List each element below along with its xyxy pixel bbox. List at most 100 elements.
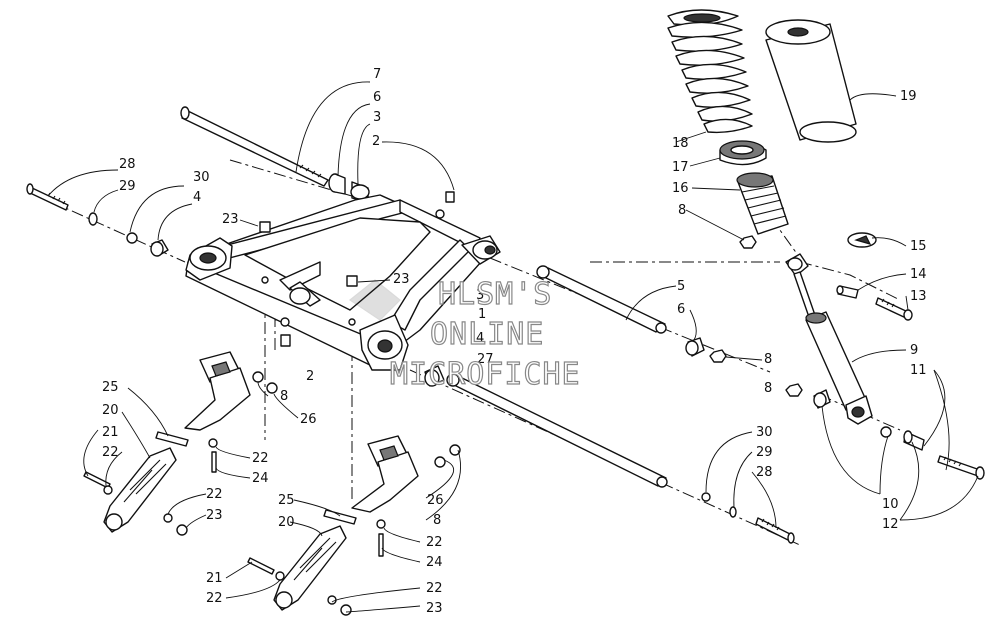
boot-19	[765, 19, 857, 143]
callout-8e: 8	[764, 381, 772, 396]
callout-6: 6	[373, 90, 381, 105]
nut-8-right-lower	[449, 444, 461, 456]
pin-25-left	[155, 431, 189, 447]
callout-15: 15	[910, 239, 927, 254]
screw-21-right	[247, 557, 275, 575]
bolt-28-right	[755, 517, 795, 544]
screw-24-left	[211, 451, 217, 473]
bushing-4-right	[424, 365, 445, 387]
a-arm-frame	[185, 194, 501, 371]
mount-bracket-left	[184, 351, 251, 431]
callout-26b: 26	[427, 493, 444, 508]
callout-12: 12	[882, 517, 899, 532]
washer-22-left	[103, 485, 113, 495]
bushing-6-right	[685, 337, 705, 357]
bolt-12	[937, 455, 985, 480]
washer-22-right-b	[327, 595, 337, 605]
callout-7: 7	[373, 67, 381, 82]
callout-29b: 29	[756, 445, 773, 460]
grease-fitting-2	[435, 191, 455, 219]
mount-bracket-right	[351, 435, 419, 513]
callout-22d: 22	[426, 535, 443, 550]
callout-13: 13	[910, 289, 927, 304]
adjuster-ring-17	[719, 140, 767, 166]
watermark-line-2: ONLINE	[430, 317, 544, 352]
washer-shock	[880, 426, 892, 438]
spacer-14	[836, 285, 859, 299]
washer-30-left	[126, 232, 138, 244]
callout-5: 5	[677, 279, 685, 294]
bushing-10	[813, 389, 831, 409]
grease-fitting-2-lower	[280, 317, 291, 347]
callout-19: 19	[900, 89, 917, 104]
bolt-28-left	[26, 183, 69, 211]
callout-1: 1	[478, 307, 486, 322]
callout-21a: 21	[102, 425, 119, 440]
nut-8-right	[709, 349, 727, 363]
callout-11: 11	[910, 363, 927, 378]
callout-8b: 8	[280, 389, 288, 404]
callout-14: 14	[910, 267, 927, 282]
pin-25-right	[323, 509, 357, 525]
washer-29-left	[88, 212, 98, 226]
callout-29: 29	[119, 179, 136, 194]
bolt-13	[875, 297, 913, 321]
callout-28b: 28	[756, 465, 773, 480]
threaded-body-16	[736, 172, 789, 235]
callout-10: 10	[882, 497, 899, 512]
callout-9: 9	[910, 343, 918, 358]
callout-22f: 22	[426, 581, 443, 596]
callout-26a: 26	[300, 412, 317, 427]
spacer-11	[903, 430, 925, 451]
nut-23-right	[340, 604, 352, 616]
callout-labels: 7 6 3 2 28 29 30 4 23 23 3 1 4 27 5 6 8 …	[102, 67, 927, 616]
washer-26-left	[266, 382, 278, 394]
callout-17: 17	[672, 160, 689, 175]
callout-25b: 25	[278, 493, 295, 508]
callout-30b: 30	[756, 425, 773, 440]
callout-2b: 2	[306, 369, 314, 384]
callout-22a: 22	[102, 445, 119, 460]
shaft-5	[536, 265, 667, 334]
callout-20b: 20	[278, 515, 295, 530]
callout-22e: 22	[206, 591, 223, 606]
nut-8-left	[252, 371, 264, 383]
callout-16: 16	[672, 181, 689, 196]
callout-4b: 4	[476, 331, 484, 346]
callout-6b: 6	[677, 302, 685, 317]
nut-8-shock-top	[739, 235, 757, 249]
callout-30: 30	[193, 170, 210, 185]
callout-3b: 3	[476, 288, 484, 303]
callout-8c: 8	[433, 513, 441, 528]
step-20-left	[103, 447, 177, 533]
washer-29-right	[729, 506, 737, 518]
callout-4: 4	[193, 190, 201, 205]
callout-20a: 20	[102, 403, 119, 418]
bushing-6	[328, 173, 346, 195]
leader-lines	[47, 81, 979, 613]
washer-26-right	[434, 456, 446, 468]
callout-24b: 24	[426, 555, 443, 570]
callout-8d: 8	[678, 203, 686, 218]
callout-18: 18	[672, 136, 689, 151]
callout-2: 2	[372, 134, 380, 149]
callout-23c: 23	[206, 508, 223, 523]
washer-30-right	[701, 492, 711, 502]
grease-fitting-23-a	[259, 221, 271, 233]
watermark: HLSM'S ONLINE MICROFICHE	[389, 276, 580, 392]
callout-3: 3	[373, 110, 381, 125]
callout-24a: 24	[252, 471, 269, 486]
washer-22-left-c	[208, 438, 218, 448]
step-20-right	[273, 525, 347, 611]
bushing-4-left	[150, 239, 169, 257]
watermark-line-1: HLSM'S	[438, 277, 552, 312]
shaft-27	[446, 373, 668, 488]
callout-23b: 23	[393, 272, 410, 287]
callout-23: 23	[222, 212, 239, 227]
shock-absorber-9	[785, 253, 873, 425]
callout-8a: 8	[764, 352, 772, 367]
callout-28: 28	[119, 157, 136, 172]
screw-24-right	[378, 533, 384, 557]
nut-23-left	[176, 524, 188, 536]
callout-27: 27	[477, 352, 494, 367]
